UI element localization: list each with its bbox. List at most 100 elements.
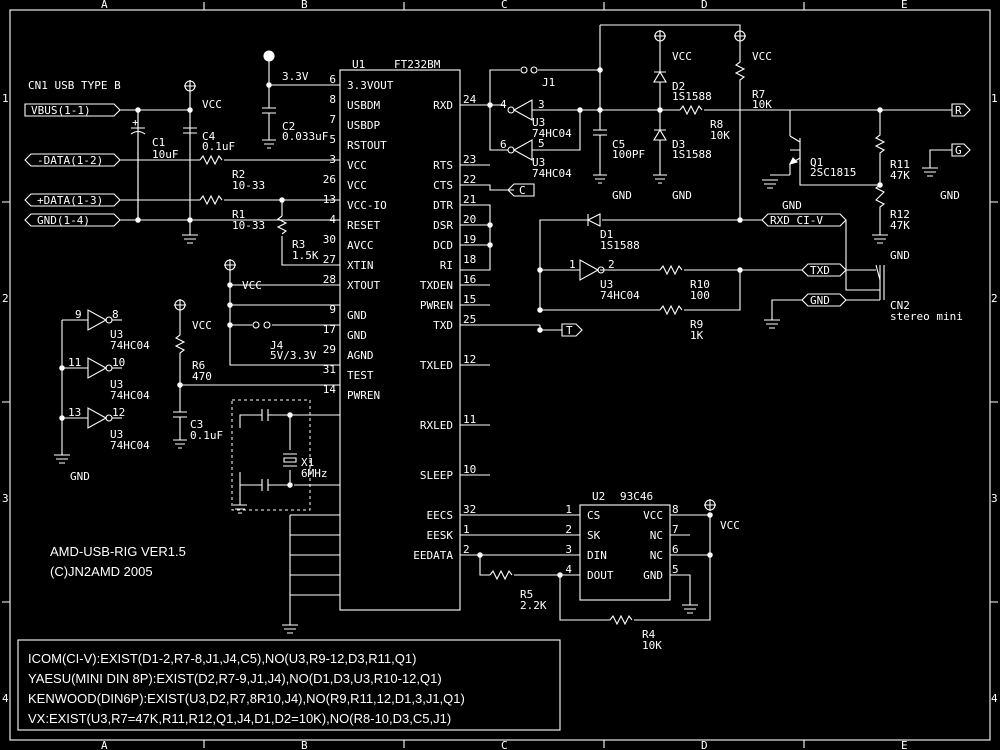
u1-pin-num-left: 8: [329, 93, 336, 106]
d1-ref: D1: [600, 228, 613, 241]
u3-pin11: 11: [68, 356, 81, 369]
u1-ref: U1: [352, 58, 365, 71]
u3-spare-inverters: [54, 309, 122, 464]
u1-pin-num-right: 11: [463, 413, 476, 426]
c2-value: 0.033uF: [282, 130, 328, 143]
u1-pin-name-left: AVCC: [347, 239, 374, 252]
gnd-label-cn2: GND: [890, 249, 910, 262]
u3-ref-f: U3: [600, 278, 613, 291]
frame-col-label-bottom: C: [501, 739, 508, 750]
r4-ref: R4: [642, 628, 656, 641]
r5-ref: R5: [520, 588, 533, 601]
port-g-label: G: [955, 144, 962, 157]
frame-col-label-bottom: D: [701, 739, 708, 750]
u1-pin-num-right: 24: [463, 93, 477, 106]
d3-ref: D3: [672, 138, 685, 151]
c2-ref: C2: [282, 120, 295, 133]
u3-pin3: 3: [538, 98, 545, 111]
port-c: [507, 183, 535, 197]
frame-col-label-bottom: A: [101, 739, 108, 750]
u1-pin-num-right: 20: [463, 213, 476, 226]
u2-pin-num-left: 3: [565, 543, 572, 556]
cn1-connector: CN1 USB TYPE B VBUS(1-1) -DATA(1-2) +DAT…: [24, 79, 121, 227]
note-yaesu: YAESU(MINI DIN 8P):EXIST(D2,R7-9,J1,J4),…: [28, 671, 442, 686]
u3-ref-b: U3: [110, 378, 123, 391]
u1-pin-name-right: TXDEN: [420, 279, 453, 292]
u1-pin-name-left: AGND: [347, 349, 374, 362]
port-c-label: C: [519, 184, 526, 197]
x1-ref: X1: [301, 456, 314, 469]
cn1-port-gnd-label: GND(1-4): [37, 214, 90, 227]
r11-value: 47K: [890, 169, 910, 182]
u1-pin-name-left: GND: [347, 329, 367, 342]
r9-ref: R9: [690, 318, 703, 331]
r3-ref: R3: [292, 238, 305, 251]
u1-pin-num-left: 28: [323, 273, 336, 286]
r12-ref: R12: [890, 208, 910, 221]
d1-value: 1S1588: [600, 239, 640, 252]
u2-pin-num-right: 6: [672, 543, 679, 556]
vcc-label-r6: VCC: [192, 319, 212, 332]
u1-pin-name-left: TEST: [347, 369, 374, 382]
u1-pin-name-right: RTS: [433, 159, 453, 172]
frame-row-label-left: 2: [2, 292, 9, 305]
u1-pin-name-left: RESET: [347, 219, 380, 232]
u2-pin-num-left: 4: [565, 563, 572, 576]
u3-pin5: 5: [538, 137, 545, 150]
u1-pin-num-left: 14: [323, 383, 337, 396]
c1-value: 10uF: [152, 148, 179, 161]
u1-pin-name-right: TXLED: [420, 359, 453, 372]
u1-body: [339, 69, 461, 611]
u1-pin-name-left: RSTOUT: [347, 139, 387, 152]
c5-value: 100PF: [612, 148, 645, 161]
avcc-filter: [173, 299, 340, 449]
u3-part-b: 74HC04: [110, 389, 150, 402]
u1-pin-num-right: 16: [463, 273, 476, 286]
r12-value: 47K: [890, 219, 910, 232]
r8-value: 10K: [710, 129, 730, 142]
u2-pin-num-left: 2: [565, 523, 572, 536]
u1-pin-num-right: 10: [463, 463, 476, 476]
u1-pin-name-right: RXLED: [420, 419, 453, 432]
u1-pin-name-right: PWREN: [420, 299, 453, 312]
txd-interface: [537, 213, 885, 329]
port-r: [951, 103, 971, 117]
cn1-port-data-minus: -DATA(1-2): [24, 153, 121, 167]
u1-pin-name-right: CTS: [433, 179, 453, 192]
u2-ref: U2: [592, 490, 605, 503]
port-r-label: R: [955, 104, 962, 117]
u1-part: FT232BM: [394, 58, 441, 71]
u1-pin-num-right: 22: [463, 173, 476, 186]
u3-pin1: 1: [569, 258, 576, 271]
j1-ref: J1: [542, 76, 555, 89]
r10-value: 100: [690, 289, 710, 302]
c3-value: 0.1uF: [190, 429, 223, 442]
u2-part: 93C46: [620, 490, 653, 503]
u1-pin-name-left: PWREN: [347, 389, 380, 402]
cn1-port-data-plus-label: +DATA(1-3): [37, 194, 103, 207]
u3-part-c: 74HC04: [110, 439, 150, 452]
u3-part-e: 74HC04: [532, 167, 572, 180]
u1-pin-name-left: XTIN: [347, 259, 374, 272]
u1-pin-num-left: 5: [329, 133, 336, 146]
r6-value: 470: [192, 370, 212, 383]
u3-pin2: 2: [608, 258, 615, 271]
frame-row-label-right: 1: [991, 92, 998, 105]
note-icom: ICOM(CI-V):EXIST(D1-2,R7-8,J1,J4,C5),NO(…: [28, 651, 416, 666]
r3-value: 1.5K: [292, 249, 319, 262]
u1-pin-name-left: GND: [347, 309, 367, 322]
d2-value: 1S1588: [672, 90, 712, 103]
r2-value: 10-33: [232, 179, 265, 192]
u1-pin-name-left: VCC: [347, 179, 367, 192]
u1-pin-num-right: 1: [463, 523, 470, 536]
vcc-label-d2: VCC: [672, 50, 692, 63]
u3-ref-a: U3: [110, 328, 123, 341]
ci-v-interface: [593, 24, 971, 244]
vcc-rail: [224, 259, 340, 366]
u1-pin-num-right: 23: [463, 153, 476, 166]
u3-pin13: 13: [68, 406, 81, 419]
u3-part-f: 74HC04: [600, 289, 640, 302]
